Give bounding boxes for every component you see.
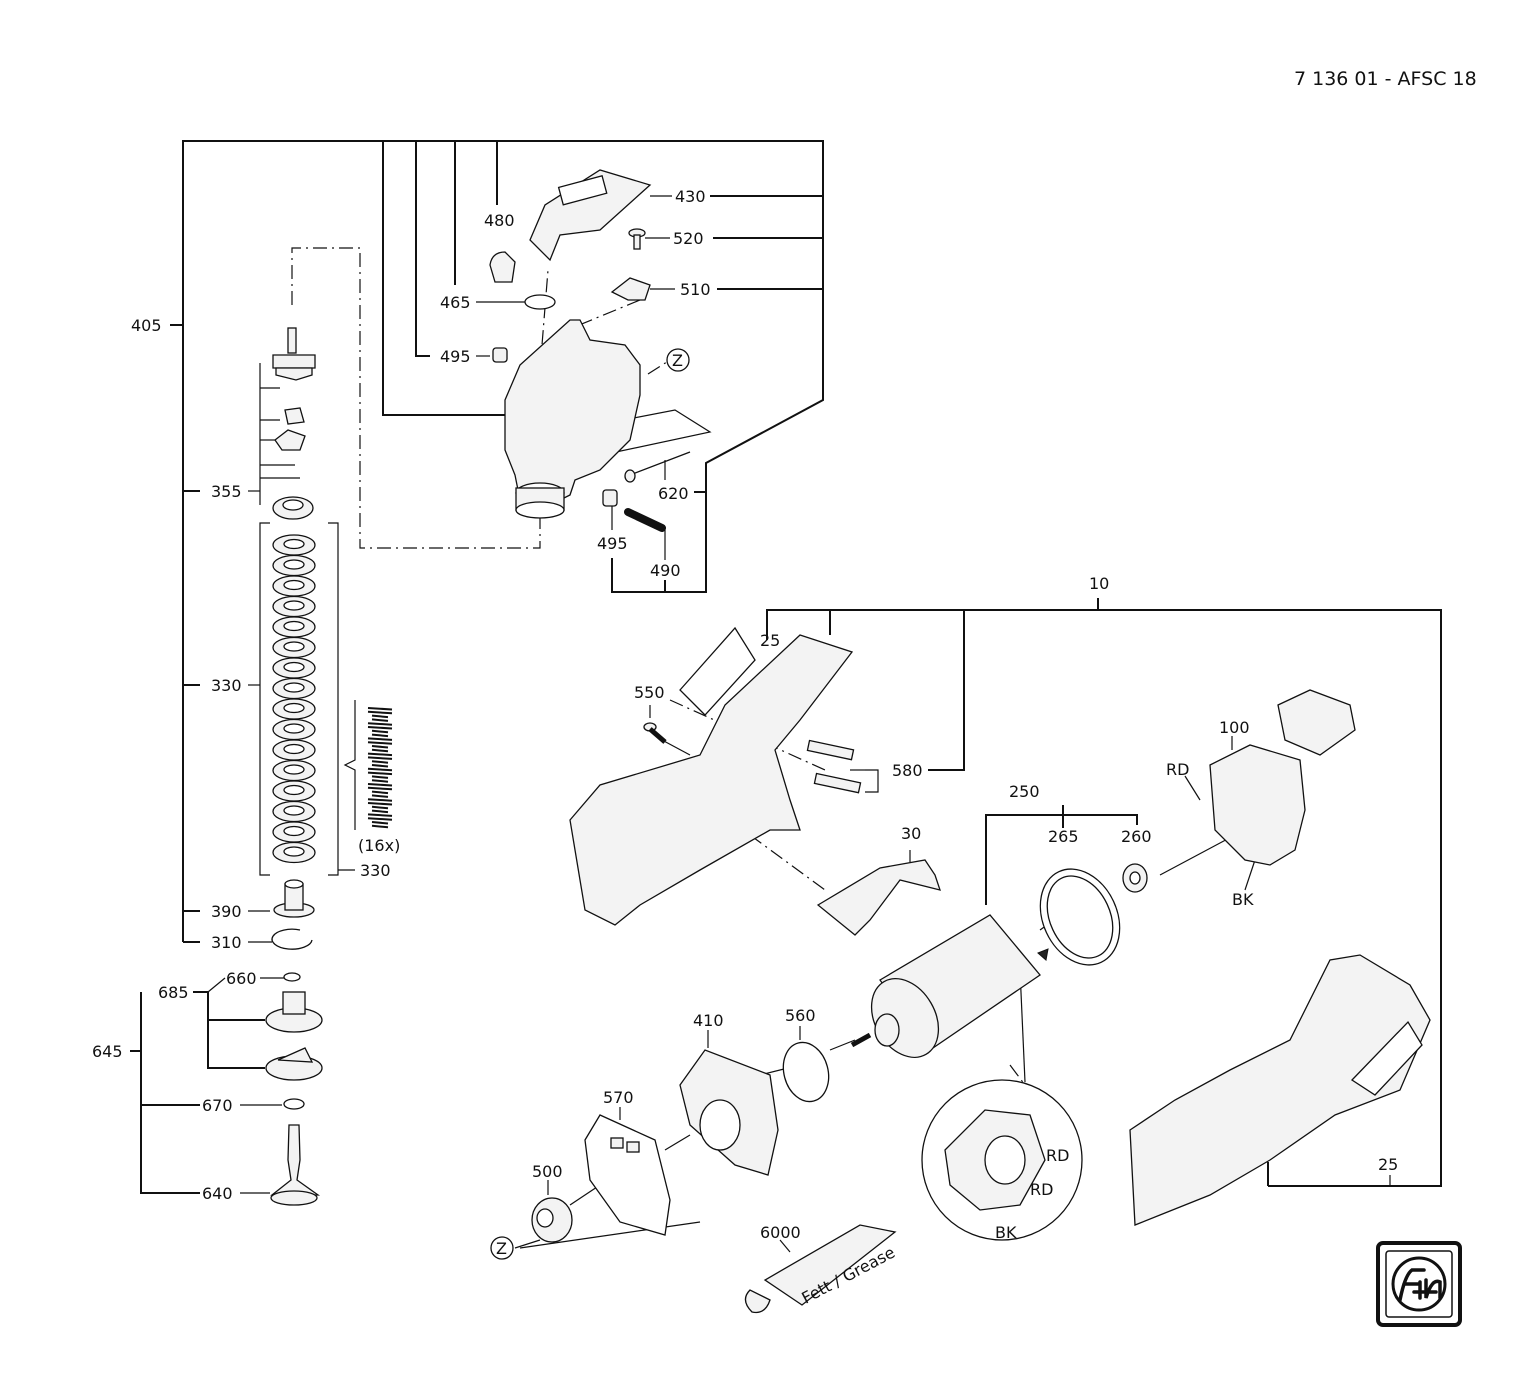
label-410: 410 xyxy=(693,1011,724,1030)
document-title: 7 136 01 - AFSC 18 xyxy=(1294,68,1477,90)
part-spindle-640 xyxy=(270,1124,321,1206)
label-100: 100 xyxy=(1219,718,1250,737)
part-ring-660 xyxy=(283,972,301,982)
label-265: 265 xyxy=(1048,827,1079,846)
z-marker-top xyxy=(666,348,690,372)
part-pin-490 xyxy=(624,508,666,532)
label-330-right: 330 xyxy=(360,861,391,880)
label-495-top: 495 xyxy=(440,347,471,366)
part-labels: 405 430 480 520 510 465 495 Z 620 495 49… xyxy=(92,187,1398,1258)
part-gasket-570 xyxy=(584,1114,671,1236)
label-rd-detail-2: RD xyxy=(1030,1180,1053,1199)
label-rd-top: RD xyxy=(1166,760,1189,779)
part-gearhead-housing xyxy=(504,319,641,506)
part-bushing-495-top xyxy=(492,347,508,363)
label-390: 390 xyxy=(211,902,242,921)
label-6000: 6000 xyxy=(760,1223,801,1242)
part-spring-profile xyxy=(367,707,393,829)
label-z-bottom: Z xyxy=(496,1239,507,1258)
part-ring-465 xyxy=(524,294,556,310)
label-bk-detail: BK xyxy=(995,1223,1017,1242)
bracket-lines xyxy=(130,140,1442,1253)
label-430: 430 xyxy=(675,187,706,206)
label-405: 405 xyxy=(131,316,162,335)
label-rd-detail-1: RD xyxy=(1046,1146,1069,1165)
z-marker-bottom xyxy=(490,1236,514,1260)
label-640: 640 xyxy=(202,1184,233,1203)
part-circlip-310 xyxy=(271,928,313,950)
part-oring-560 xyxy=(782,1041,830,1103)
label-10: 10 xyxy=(1089,574,1109,593)
label-490: 490 xyxy=(650,561,681,580)
part-switch-30 xyxy=(816,859,941,936)
label-310: 310 xyxy=(211,933,242,952)
label-520: 520 xyxy=(673,229,704,248)
label-260: 260 xyxy=(1121,827,1152,846)
part-ring-670 xyxy=(283,1098,305,1110)
label-16x: (16x) xyxy=(358,836,400,855)
part-screw-520 xyxy=(628,228,646,250)
label-500: 500 xyxy=(532,1162,563,1181)
part-lever-430 xyxy=(529,169,652,262)
part-stack-355 xyxy=(272,327,316,520)
label-250: 250 xyxy=(1009,782,1040,801)
label-25-top: 25 xyxy=(760,631,780,650)
label-685: 685 xyxy=(158,983,189,1002)
label-660: 660 xyxy=(226,969,257,988)
fein-logo xyxy=(1376,1241,1462,1327)
part-screw-550 xyxy=(643,722,667,744)
label-645: 645 xyxy=(92,1042,123,1061)
part-bushing-495-bottom xyxy=(602,489,618,507)
part-motor-250 xyxy=(850,914,1041,1058)
part-cam-480 xyxy=(489,251,516,283)
label-580: 580 xyxy=(892,761,923,780)
label-510: 510 xyxy=(680,280,711,299)
part-washers-330 xyxy=(272,534,316,864)
part-housing-right-25 xyxy=(1129,954,1431,1226)
label-550: 550 xyxy=(634,683,665,702)
label-30: 30 xyxy=(901,824,921,843)
part-clip-510 xyxy=(610,277,651,301)
part-pad-580-top xyxy=(806,739,855,761)
label-570: 570 xyxy=(603,1088,634,1107)
label-620: 620 xyxy=(658,484,689,503)
label-495-bottom: 495 xyxy=(597,534,628,553)
label-25-bottom: 25 xyxy=(1378,1155,1398,1174)
part-cam-685 xyxy=(265,991,323,1081)
part-screw-620 xyxy=(624,451,691,483)
label-355: 355 xyxy=(211,482,242,501)
part-drawings: Fett / Grease xyxy=(265,169,1431,1314)
part-label-25 xyxy=(679,626,756,716)
part-electronics-100 xyxy=(1209,744,1306,866)
part-sleeve-390 xyxy=(273,879,315,918)
label-480: 480 xyxy=(484,211,515,230)
part-pad-580-bottom xyxy=(813,772,862,794)
label-560: 560 xyxy=(785,1006,816,1025)
label-330: 330 xyxy=(211,676,242,695)
label-465: 465 xyxy=(440,293,471,312)
part-housing-left-25 xyxy=(569,634,854,926)
label-bk-top: BK xyxy=(1232,890,1254,909)
label-670: 670 xyxy=(202,1096,233,1115)
label-z-top: Z xyxy=(672,351,683,370)
